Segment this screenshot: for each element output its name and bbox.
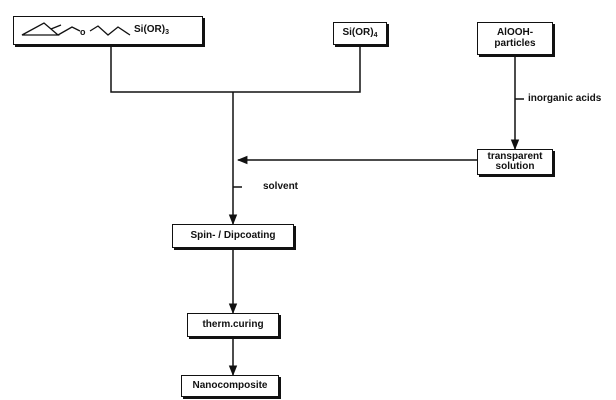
inorganic-acids-label: inorganic acids (528, 93, 602, 104)
tetraalkoxysilane-group: Si(OR) (342, 26, 374, 38)
epoxysilane-subscript: 3 (165, 28, 170, 36)
epoxysilane-group: Si(OR) (134, 23, 166, 35)
transparent-label: transparent (487, 150, 543, 162)
transparent-solution-box: transparent solution (477, 149, 553, 175)
solution-label: solution (495, 161, 535, 172)
connector-epoxysilane (110, 45, 361, 93)
svg-text:o: o (80, 27, 86, 37)
alooh-label: AlOOH- (496, 27, 534, 38)
epoxy-propoxy-structure-icon: o (21, 21, 131, 37)
tetraalkoxysilane-subscript: 4 (373, 31, 378, 39)
spin-dipcoating-box: Spin- / Dipcoating (172, 224, 294, 248)
particles-label: particles (494, 37, 536, 49)
nanocomposite-box: Nanocomposite (181, 375, 279, 397)
tetraalkoxysilane-box: Si(OR)4 (333, 22, 387, 45)
solvent-label: solvent (263, 181, 299, 192)
alooh-particles-box: AlOOH- particles (477, 22, 553, 55)
tetraalkoxysilane-formula: Si(OR)4 (342, 26, 378, 39)
thermal-curing-box: therm.curing (187, 313, 279, 337)
epoxysilane-box: o Si(OR)3 (13, 16, 203, 45)
epoxysilane-formula: Si(OR)3 (134, 23, 170, 36)
